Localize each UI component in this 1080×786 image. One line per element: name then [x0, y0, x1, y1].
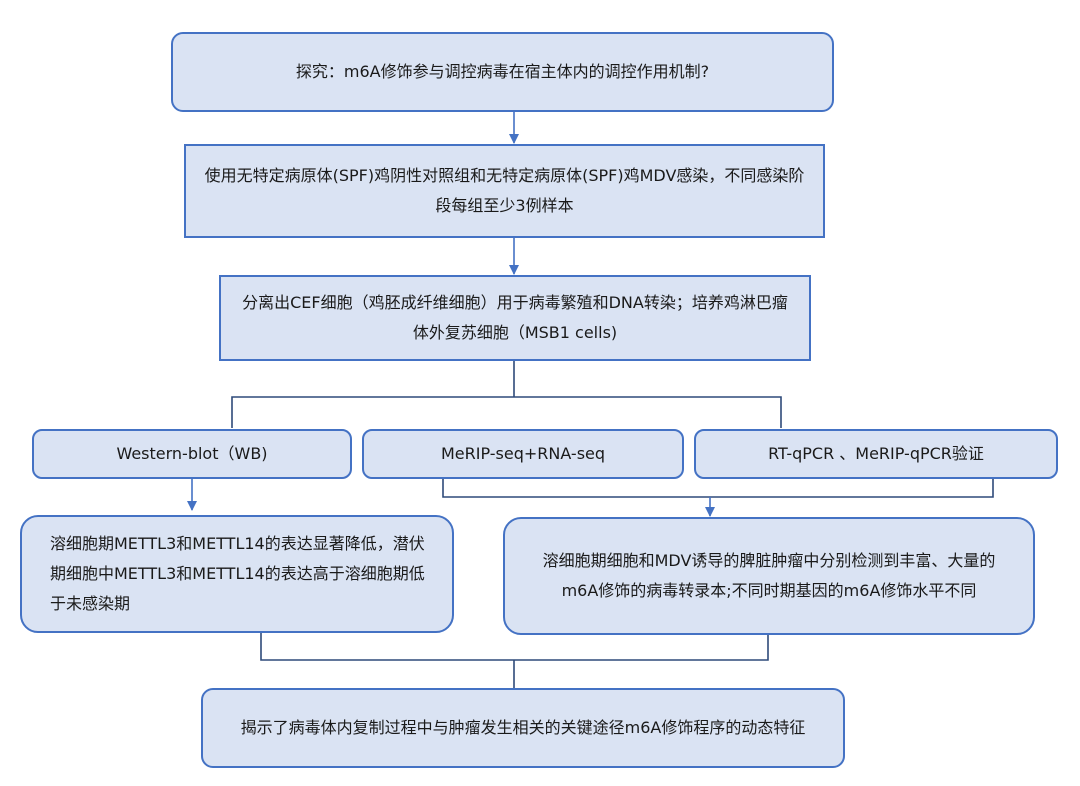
conclusion-box: 揭示了病毒体内复制过程中与肿瘤发生相关的关键途径m6A修饰程序的动态特征	[201, 688, 845, 768]
rt-qpcr-box: RT-qPCR 、MeRIP-qPCR验证	[694, 429, 1058, 479]
question-box: 探究：m6A修饰参与调控病毒在宿主体内的调控作用机制?	[171, 32, 834, 112]
cells-box: 分离出CEF细胞（鸡胚成纤维细胞）用于病毒繁殖和DNA转染；培养鸡淋巴瘤体外复苏…	[219, 275, 811, 361]
branch-horizontal	[231, 396, 782, 428]
merge-seq-methods	[442, 479, 994, 498]
samples-box: 使用无特定病原体(SPF)鸡阴性对照组和无特定病原体(SPF)鸡MDV感染，不同…	[184, 144, 825, 238]
wb-result-text: 溶细胞期METTL3和METTL14的表达显著降低，潜伏期细胞中METTL3和M…	[50, 534, 425, 613]
conclusion-text: 揭示了病毒体内复制过程中与肿瘤发生相关的关键途径m6A修饰程序的动态特征	[240, 718, 806, 737]
question-text: 探究：m6A修饰参与调控病毒在宿主体内的调控作用机制?	[295, 62, 710, 81]
wb-result-box: 溶细胞期METTL3和METTL14的表达显著降低，潜伏期细胞中METTL3和M…	[20, 515, 454, 633]
merge-results	[260, 632, 769, 661]
cells-text: 分离出CEF细胞（鸡胚成纤维细胞）用于病毒繁殖和DNA转染；培养鸡淋巴瘤体外复苏…	[242, 293, 788, 342]
merip-seq-text: MeRIP-seq+RNA-seq	[440, 444, 606, 463]
seq-result-text: 溶细胞期细胞和MDV诱导的脾脏肿瘤中分别检测到丰富、大量的m6A修饰的病毒转录本…	[542, 551, 996, 600]
western-blot-text: Western-blot（WB)	[116, 444, 268, 463]
samples-text: 使用无特定病原体(SPF)鸡阴性对照组和无特定病原体(SPF)鸡MDV感染，不同…	[204, 166, 805, 215]
rt-qpcr-text: RT-qPCR 、MeRIP-qPCR验证	[768, 444, 984, 463]
merip-seq-box: MeRIP-seq+RNA-seq	[362, 429, 684, 479]
western-blot-box: Western-blot（WB)	[32, 429, 352, 479]
seq-result-box: 溶细胞期细胞和MDV诱导的脾脏肿瘤中分别检测到丰富、大量的m6A修饰的病毒转录本…	[503, 517, 1035, 635]
